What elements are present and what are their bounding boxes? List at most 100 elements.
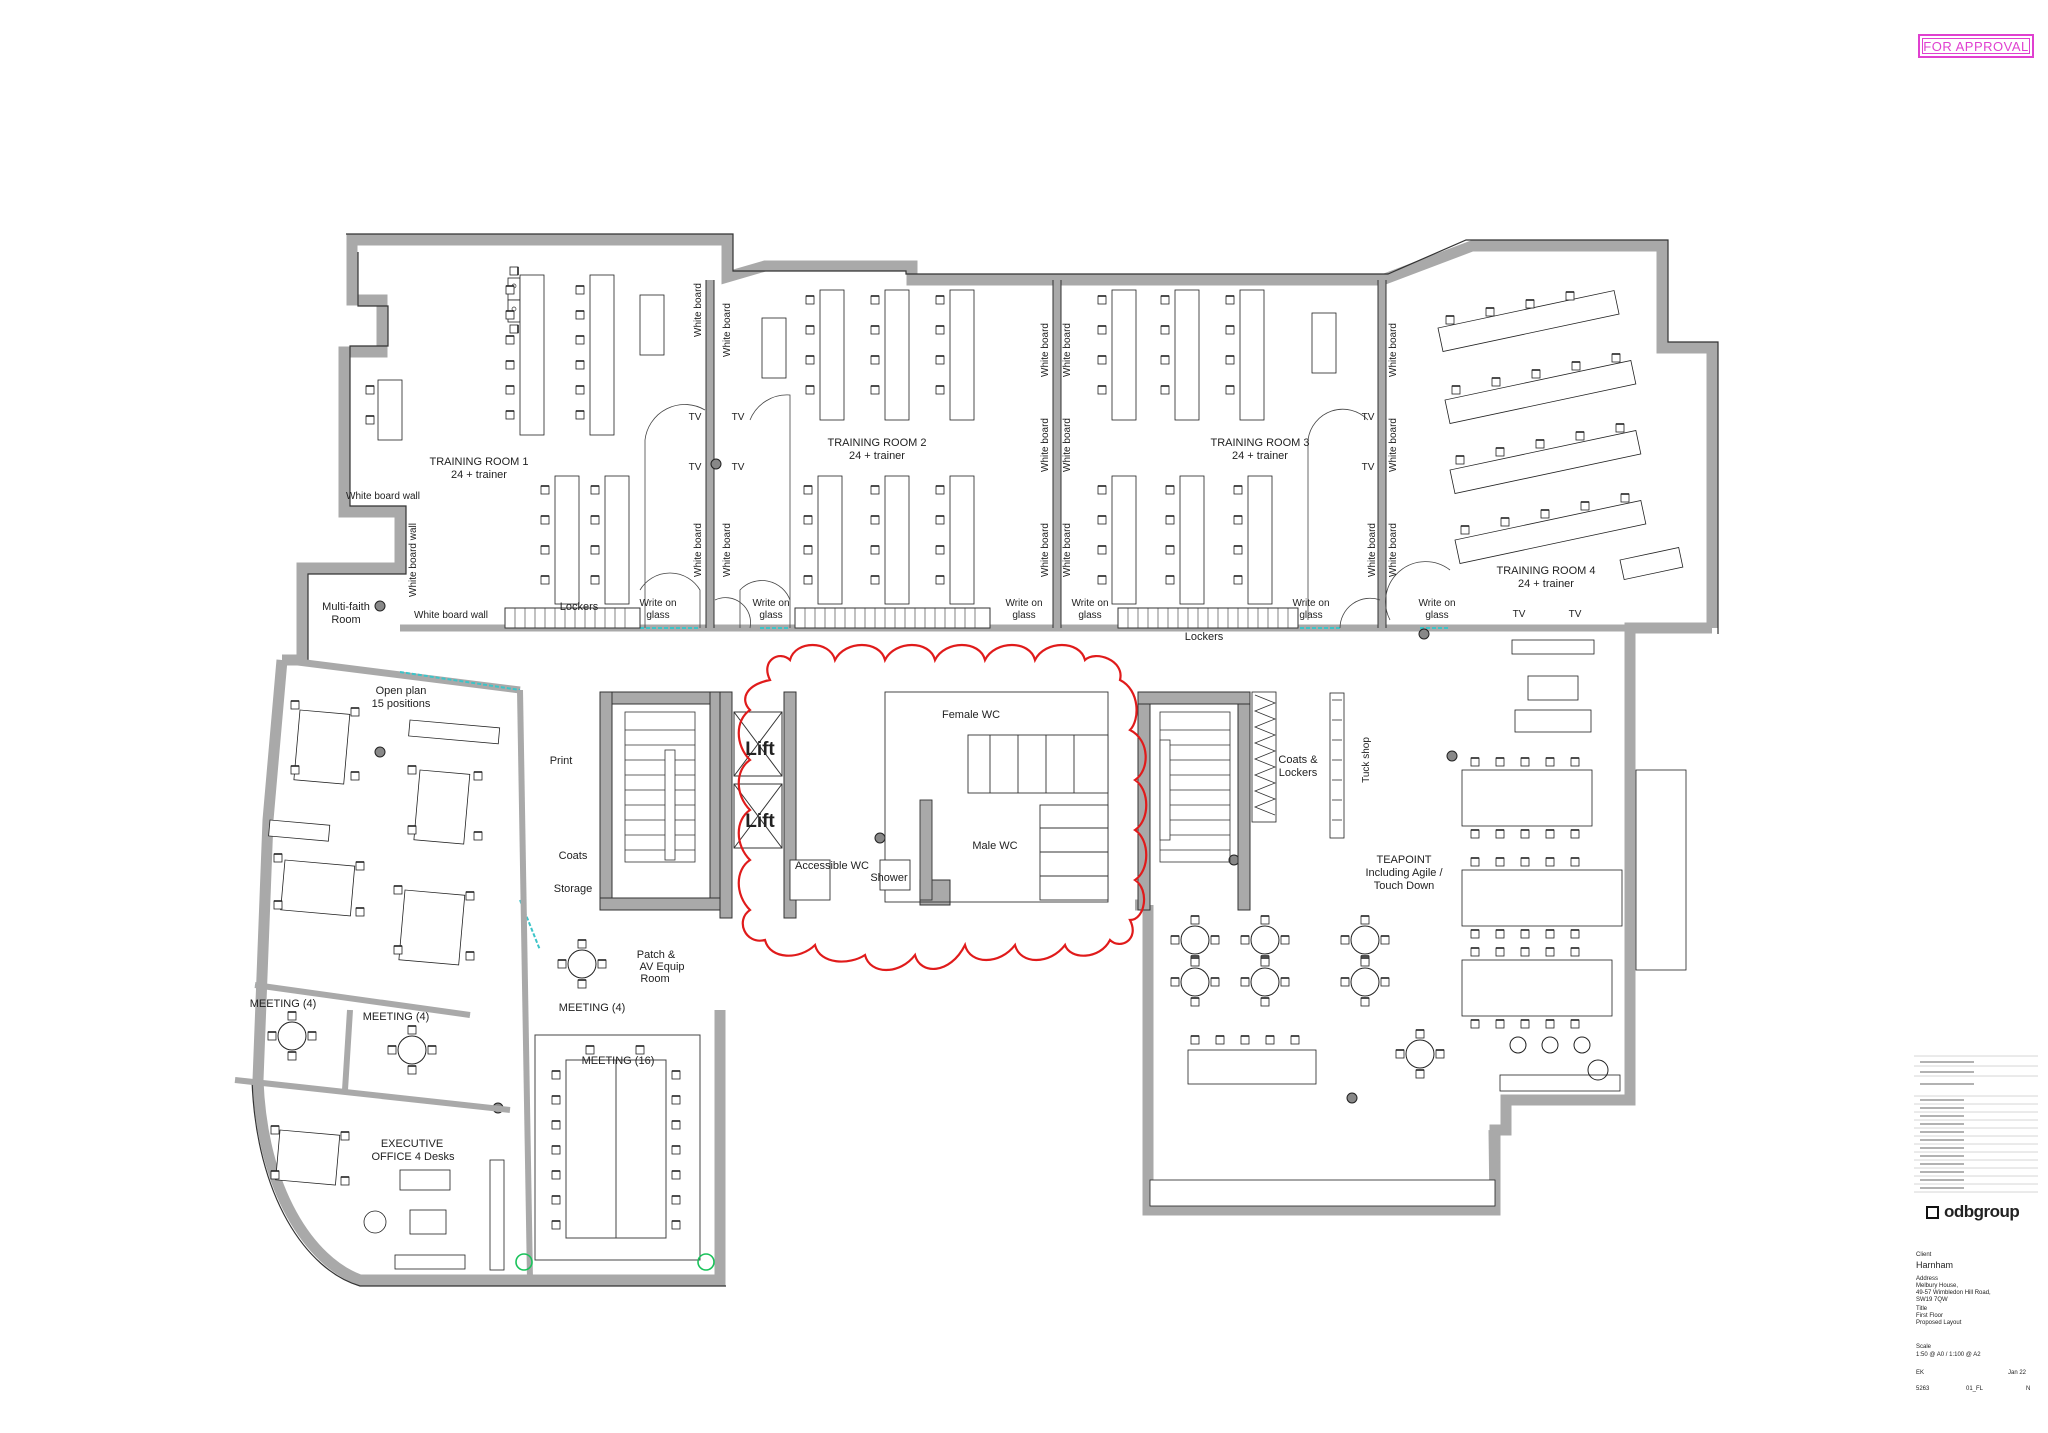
write-on-glass-2b: glass bbox=[759, 610, 782, 621]
logo-square-icon bbox=[1926, 1205, 1939, 1219]
open-plan-line1: Open plan bbox=[376, 685, 427, 697]
write-on-glass-3b: glass bbox=[1012, 610, 1035, 621]
external-walls bbox=[252, 234, 1718, 1286]
whiteboard-label-1: White board bbox=[693, 283, 704, 337]
coats-lockers-line2: Lockers bbox=[1279, 767, 1318, 779]
drawing-title-line1: First Floor bbox=[1916, 1313, 1943, 1319]
scale-label: Scale bbox=[1916, 1344, 1932, 1350]
storage-label: Storage bbox=[554, 883, 593, 895]
training-room-4-capacity: 24 + trainer bbox=[1518, 578, 1574, 590]
revision-table bbox=[1914, 1055, 2038, 1193]
write-on-glass-4b: glass bbox=[1078, 610, 1101, 621]
executive-office-line1: EXECUTIVE bbox=[381, 1138, 443, 1150]
coat-rail bbox=[1253, 694, 1277, 816]
female-wc-label: Female WC bbox=[942, 709, 1000, 721]
structural-columns bbox=[374, 458, 1458, 1114]
whiteboard-label-3: White board bbox=[693, 523, 704, 577]
meeting-4-table-b bbox=[388, 1026, 436, 1074]
training-room-4-name: TRAINING ROOM 4 bbox=[1496, 565, 1595, 577]
patch-room-line2: AV Equip bbox=[639, 961, 684, 973]
tv-label-6: TV bbox=[1362, 462, 1375, 473]
tv-label-2: TV bbox=[732, 412, 745, 423]
meeting-4-table-a bbox=[268, 1012, 316, 1060]
meeting-4-label-b: MEETING (4) bbox=[363, 1011, 430, 1023]
patch-room-line1: Patch & bbox=[637, 949, 676, 961]
external-wall-lines bbox=[251, 233, 1719, 1287]
company-name: odbgroup bbox=[1944, 1202, 2020, 1221]
company-logo: odbgroup bbox=[1926, 1202, 2020, 1222]
teapoint-tables bbox=[1171, 757, 1609, 1081]
left-wing-walls bbox=[234, 689, 533, 1281]
write-on-glass-5b: glass bbox=[1299, 610, 1322, 621]
training-room-4-furniture bbox=[1437, 290, 1684, 581]
open-plan-line2: 15 positions bbox=[372, 698, 431, 710]
whiteboard-wall-label-2: White board wall bbox=[414, 610, 488, 621]
job-number: 5263 bbox=[1916, 1386, 1930, 1392]
training-room-2-furniture bbox=[761, 289, 975, 605]
write-on-glass-1b: glass bbox=[646, 610, 669, 621]
drawing-number: 01_FL bbox=[1966, 1386, 1984, 1392]
address-line1: Melbury House, bbox=[1916, 1283, 1959, 1289]
tv-label-5: TV bbox=[1362, 412, 1375, 423]
whiteboard-label-10: White board bbox=[1062, 523, 1073, 577]
lift-labels: Lift Lift bbox=[745, 739, 775, 832]
training-room-1-furniture bbox=[377, 267, 665, 605]
address-line3: SW19 7QW bbox=[1916, 1297, 1948, 1303]
lift-shafts bbox=[733, 711, 783, 849]
revision-cloud bbox=[737, 644, 1148, 971]
whiteboard-label-9: White board bbox=[1040, 523, 1051, 577]
write-on-glass-3a: Write on bbox=[1005, 598, 1042, 609]
tv-label-3: TV bbox=[689, 462, 702, 473]
approval-stamp: FOR APPROVAL bbox=[1918, 34, 2034, 58]
tuck-shop-label: Tuck shop bbox=[1361, 737, 1372, 783]
project-name: Harnham bbox=[1916, 1260, 1954, 1270]
whiteboard-label-11: White board bbox=[1367, 523, 1378, 577]
lockers bbox=[504, 607, 1299, 629]
stairs bbox=[624, 711, 1231, 863]
executive-office-line2: OFFICE 4 Desks bbox=[371, 1151, 455, 1163]
multifaith-room-line1: Multi-faith bbox=[322, 601, 370, 613]
tv-label-7: TV bbox=[1513, 609, 1526, 620]
vertical-labels: White board White board White board Whit… bbox=[408, 283, 1399, 783]
whiteboard-label-14: White board bbox=[1388, 523, 1399, 577]
revision-letter: N bbox=[2026, 1386, 2031, 1392]
write-on-glass-6a: Write on bbox=[1418, 598, 1455, 609]
drawing-title-line2: Proposed Layout bbox=[1916, 1320, 1962, 1326]
meeting-4-table-c bbox=[558, 940, 606, 988]
training-room-2-capacity: 24 + trainer bbox=[849, 450, 905, 462]
training-room-1-name: TRAINING ROOM 1 bbox=[429, 456, 528, 468]
shower-label: Shower bbox=[870, 872, 908, 884]
whiteboard-label-2: White board bbox=[722, 303, 733, 357]
write-on-glass-1a: Write on bbox=[639, 598, 676, 609]
write-on-glass-5a: Write on bbox=[1292, 598, 1329, 609]
teapoint-line1: TEAPOINT bbox=[1376, 854, 1431, 866]
room-labels: TRAINING ROOM 1 24 + trainer TRAINING RO… bbox=[250, 437, 1596, 1163]
address-line2: 49-57 Wimbledon Hill Road, bbox=[1916, 1290, 1991, 1296]
tv-label-1: TV bbox=[689, 412, 702, 423]
meeting-16-label: MEETING (16) bbox=[582, 1055, 655, 1067]
teapoint-furniture bbox=[1149, 639, 1687, 1207]
write-on-glass-4a: Write on bbox=[1071, 598, 1108, 609]
meeting-4-label-c: MEETING (4) bbox=[559, 1002, 626, 1014]
scale-value: 1:50 @ A0 / 1:100 @ A2 bbox=[1916, 1352, 1981, 1358]
whiteboard-label-6: White board bbox=[1062, 323, 1073, 377]
training-room-3-furniture bbox=[1111, 289, 1337, 605]
whiteboard-label-13: White board bbox=[1388, 418, 1399, 472]
write-on-glass-2a: Write on bbox=[752, 598, 789, 609]
coats-lockers-line1: Coats & bbox=[1278, 754, 1318, 766]
multifaith-room-line2: Room bbox=[331, 614, 360, 626]
training-room-1-capacity: 24 + trainer bbox=[451, 469, 507, 481]
lockers-label-1: Lockers bbox=[560, 601, 599, 613]
whiteboard-wall-label-3: White board wall bbox=[408, 523, 419, 597]
open-plan-desks bbox=[268, 709, 501, 1186]
whiteboard-label-5: White board bbox=[1040, 323, 1051, 377]
whiteboard-label-8: White board bbox=[1062, 418, 1073, 472]
drawing-title-label: Title bbox=[1916, 1306, 1928, 1312]
wc-cubicles bbox=[789, 691, 1109, 903]
title-block: odbgroup Client Harnham Address Melbury … bbox=[1914, 1052, 2038, 1424]
tv-label-4: TV bbox=[732, 462, 745, 473]
tv-label-8: TV bbox=[1569, 609, 1582, 620]
whiteboard-label-12: White board bbox=[1388, 323, 1399, 377]
training-room-3-capacity: 24 + trainer bbox=[1232, 450, 1288, 462]
